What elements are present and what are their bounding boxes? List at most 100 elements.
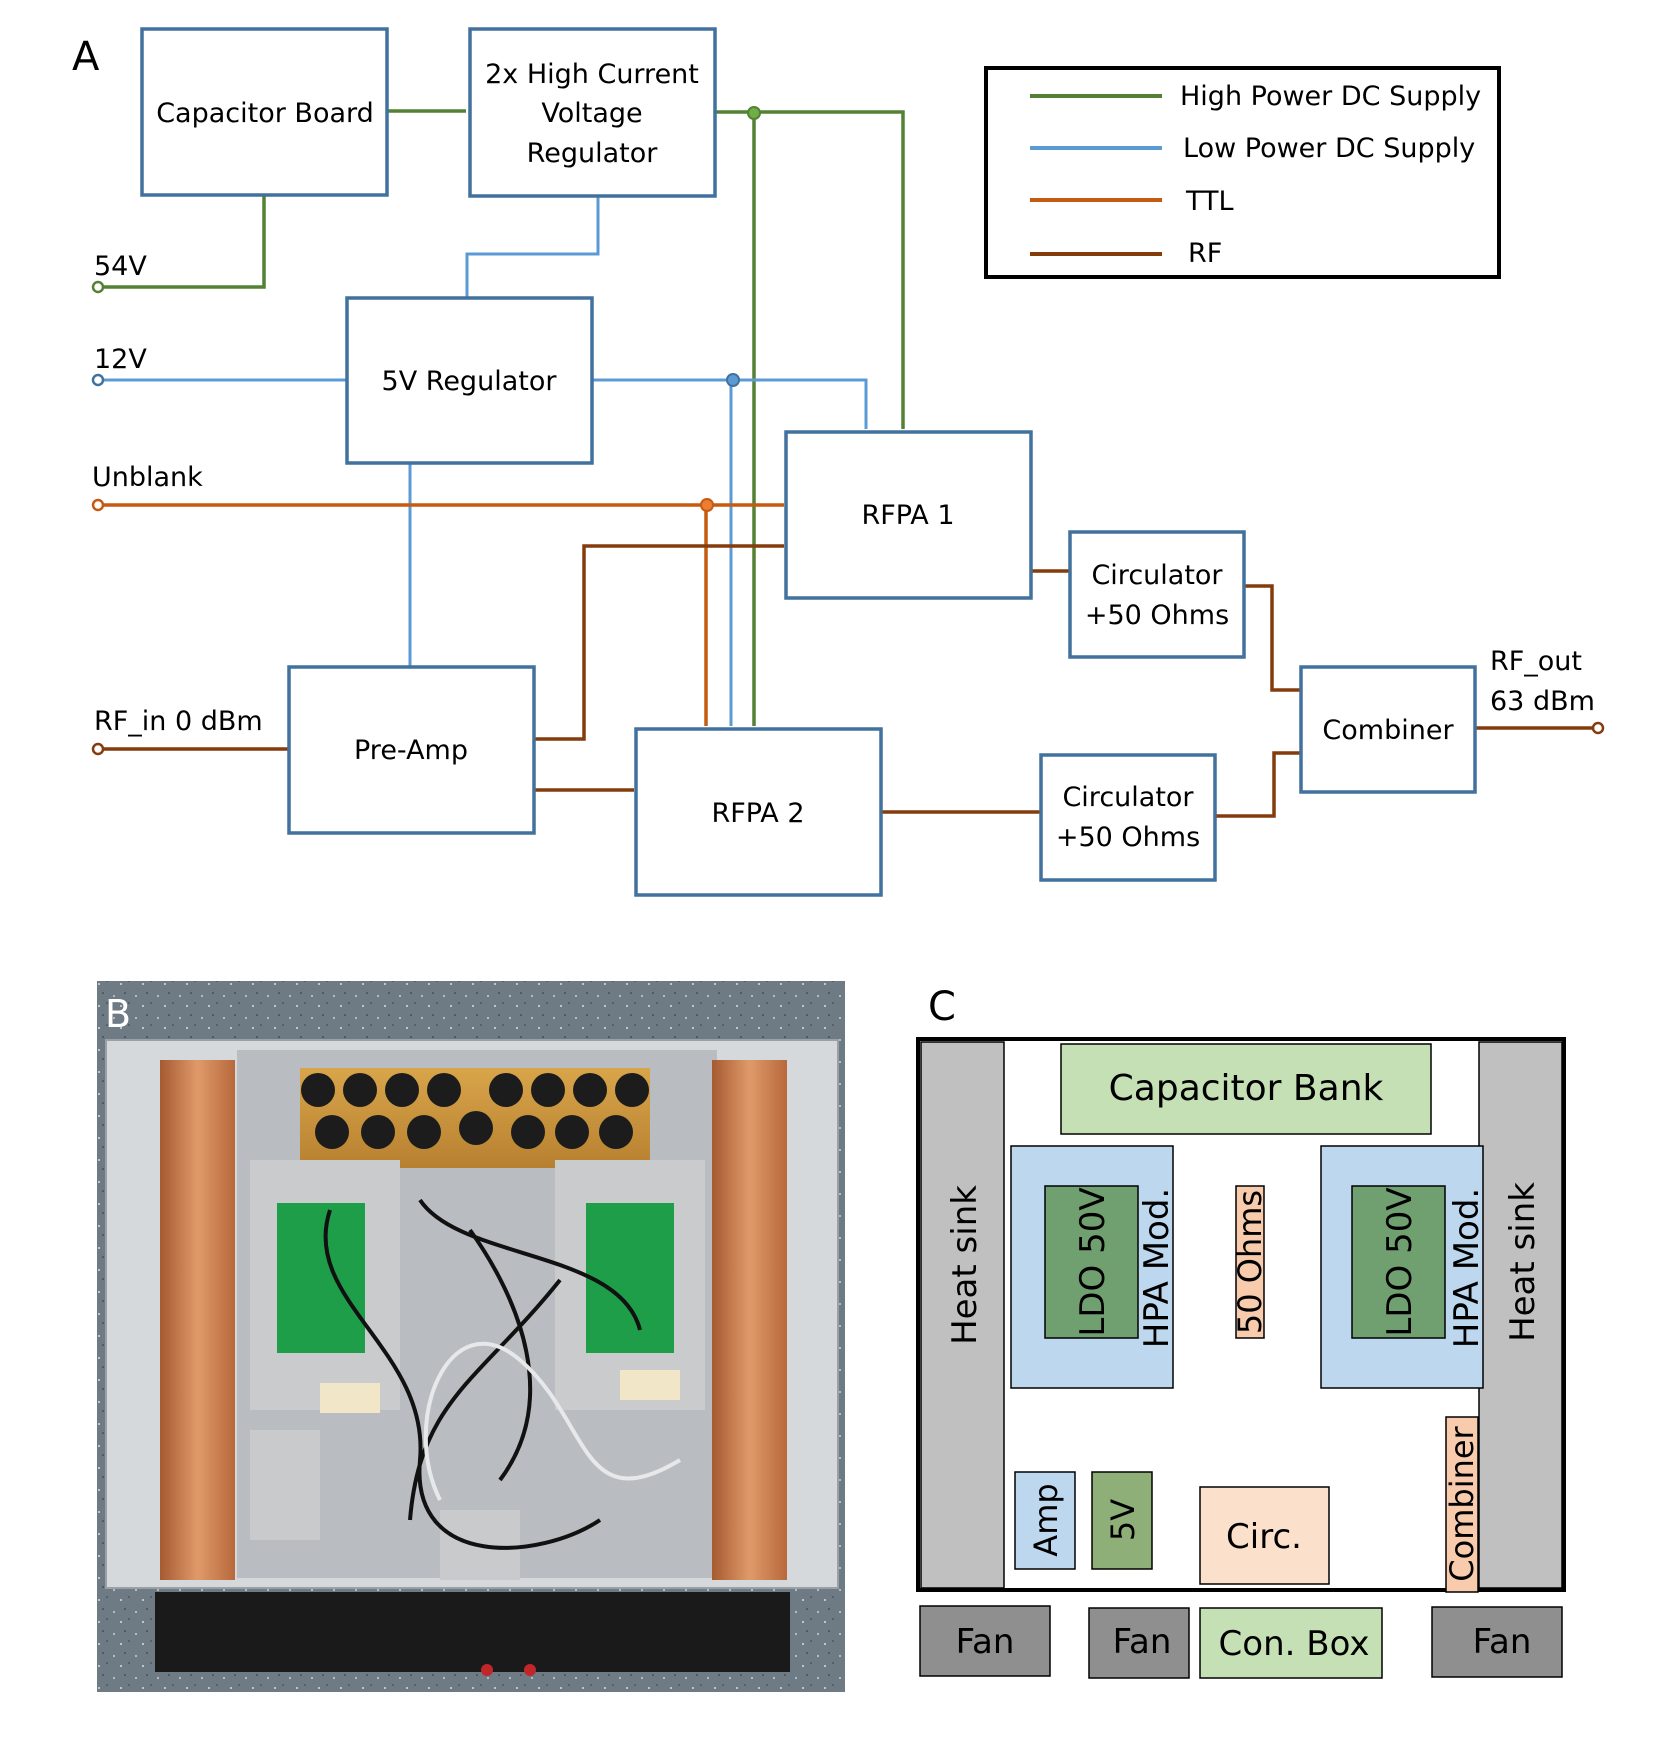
ldo-left-label: LDO 50V [1073,1187,1113,1336]
silver-cables [423,1341,682,1501]
ttl-wires [98,503,784,726]
block-pre-amp [287,665,536,835]
wire-circ2-to-combiner [1214,751,1300,818]
capacitor-bank-label: Capacitor Bank [1109,1068,1384,1109]
wire-54v [98,195,266,289]
block-circulator2-line1: Circulator [1062,782,1194,813]
capacitors [301,1073,649,1149]
connector-red-1 [481,1664,493,1676]
cables [323,1198,642,1550]
hpa-right-label: HPA Mod. [1447,1188,1487,1349]
legend-label-rf: RF [1188,238,1222,269]
capacitor-bank [1060,1043,1432,1135]
connector-red-2 [524,1664,536,1676]
photo-chassis: B [97,981,845,1692]
block-rfpa2 [634,727,883,897]
fan-2-label: Fan [1113,1622,1172,1662]
wire-preamp-to-rfpa1 [533,544,784,741]
legend-box [984,66,1501,279]
block-rfpa1-label: RFPA 1 [861,500,954,531]
block-rfpa1 [784,430,1033,600]
heat-sink-left [920,1041,1005,1589]
ohms-50-label: 50 Ohms [1231,1190,1269,1334]
fan-1 [919,1605,1051,1677]
ohms-50 [1235,1185,1265,1339]
port-12v-terminal [91,373,105,387]
pcb-left [277,1203,365,1353]
port-12v-label: 12V [94,344,147,375]
combiner-block [1445,1416,1479,1593]
heat-sink-left-label: Heat sink [945,1185,985,1345]
port-unblank-label: Unblank [92,462,203,493]
heat-sink-right-copper [712,1060,787,1580]
five-v-label: 5V [1104,1499,1142,1541]
port-unblank-terminal [91,498,105,512]
block-5v-regulator [345,296,594,465]
block-circulator2-line2: +50 Ohms [1056,822,1200,853]
legend-label-low-power: Low Power DC Supply [1183,133,1475,164]
port-rf-out-label: RF_out [1490,646,1582,677]
hpa-left-label: HPA Mod. [1137,1188,1177,1349]
amp-block [1014,1471,1076,1570]
port-rf-in-label: RF_in 0 dBm [94,706,263,737]
junction-ttl [700,498,714,512]
block-circulator1-line2: +50 Ohms [1085,600,1229,631]
panel-b-label: B [105,992,131,1036]
five-v-block [1091,1471,1153,1570]
rf-wires [98,544,1594,818]
ldo-left [1044,1185,1139,1339]
block-capacitor-board [140,27,389,197]
port-rf-in-terminal [91,742,105,756]
ldo-right [1351,1185,1446,1339]
fans-row [155,1592,790,1672]
block-circulator1 [1068,530,1246,659]
panel-c-label: C [928,984,956,1030]
block-hc-regulator-line2: Voltage [541,98,642,129]
fan-3 [1431,1606,1563,1678]
port-rf-out-terminal [1591,721,1605,735]
block-combiner-label: Combiner [1322,715,1454,746]
bottom-module [250,1430,320,1540]
layout-c: Capacitor Bank Heat sink Heat sink LDO 5… [916,1037,1566,1679]
port-rf-out-power: 63 dBm [1490,686,1595,717]
junction-high-power [747,106,761,120]
block-pre-amp-label: Pre-Amp [354,735,468,766]
low-power-wires [98,195,868,726]
block-5v-regulator-label: 5V Regulator [382,366,558,397]
wire-5v-to-rfpa1 [590,378,868,429]
junction-low-power [726,373,740,387]
block-hc-regulator [468,27,717,198]
wire-reg-to-5v [465,195,600,297]
block-combiner [1299,665,1477,794]
con-box [1199,1607,1383,1679]
fan-3-label: Fan [1473,1622,1532,1662]
fan-1-label: Fan [956,1622,1015,1662]
block-capacitor-board-label: Capacitor Board [156,98,374,129]
heat-sink-left-copper [160,1060,235,1580]
label-156 [620,1370,680,1400]
combiner-label: Combiner [1443,1425,1481,1581]
circ-block [1199,1486,1330,1585]
block-circulator1-line1: Circulator [1091,560,1223,591]
circ-label: Circ. [1226,1517,1302,1557]
block-hc-regulator-line1: 2x High Current [485,59,699,90]
amp-label: Amp [1027,1483,1065,1556]
block-hc-regulator-line3: Regulator [527,138,659,169]
block-circulator2 [1039,753,1217,882]
panel-a-label: A [72,34,100,80]
legend-label-ttl: TTL [1185,186,1234,217]
con-box-label: Con. Box [1219,1624,1370,1664]
legend-label-high-power: High Power DC Supply [1180,81,1481,112]
port-54v-terminal [91,280,105,294]
block-rfpa2-label: RFPA 2 [711,798,804,829]
heat-sink-right-label: Heat sink [1503,1182,1543,1342]
legend: High Power DC Supply Low Power DC Supply… [984,66,1501,279]
high-power-wires [98,109,905,726]
pcb-right [586,1203,674,1353]
wire-circ1-to-combiner [1242,584,1300,692]
port-54v-label: 54V [94,251,147,282]
label-152 [320,1383,380,1413]
wire-reg-to-rfpa1 [711,110,905,429]
fan-2 [1088,1607,1190,1679]
